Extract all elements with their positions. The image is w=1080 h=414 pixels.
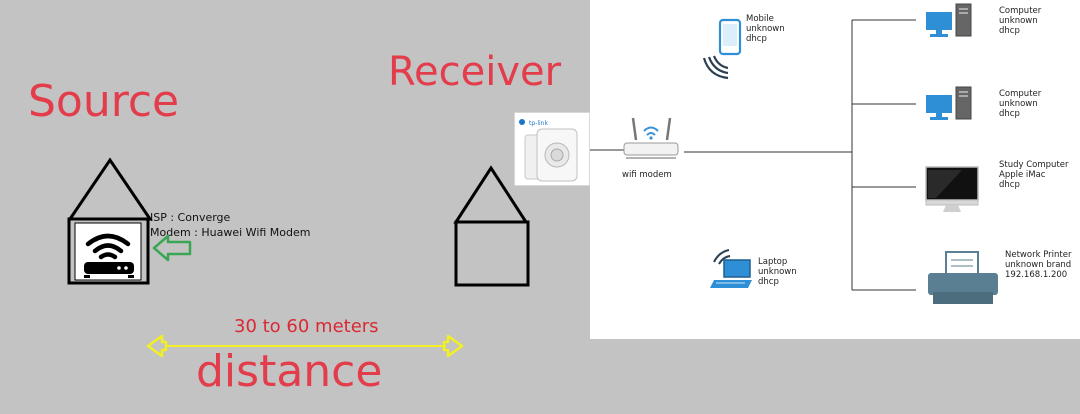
receiver-house	[453, 165, 530, 287]
laptop-label: Laptop unknown dhcp	[758, 257, 797, 287]
home-network-panel: wifi modem	[590, 0, 1080, 339]
distance-value: 30 to 60 meters	[234, 316, 379, 337]
computer-1-label: Computer unknown dhcp	[999, 6, 1042, 36]
imac-icon	[925, 166, 979, 212]
cpe-antenna-photo: tp-link	[514, 112, 590, 186]
network-diagram: wifi modem	[590, 3, 998, 304]
cpe-antenna-icon: tp-link	[519, 119, 578, 182]
laptop-wifi-icon	[710, 249, 752, 288]
receiver-title: Receiver	[388, 49, 562, 95]
computer-2-label: Computer unknown dhcp	[999, 89, 1042, 119]
distance-title: distance	[196, 346, 383, 397]
arrow-left-icon	[152, 234, 192, 262]
modem-label: Modem : Huawei Wifi Modem	[150, 226, 311, 239]
router-icon	[623, 117, 679, 159]
source-title: Source	[28, 76, 180, 127]
desktop-pc-icon	[926, 3, 972, 37]
imac-label: Study Computer Apple iMac dhcp	[999, 160, 1069, 190]
desktop-pc-icon	[926, 86, 972, 120]
mobile-label: Mobile unknown dhcp	[746, 14, 785, 44]
source-receiver-diagram	[67, 157, 530, 358]
router-label: wifi modem	[622, 170, 672, 180]
wifi-router-icon	[84, 233, 134, 278]
printer-icon	[928, 251, 998, 304]
double-arrow-icon	[146, 334, 464, 358]
cpe-brand: tp-link	[529, 120, 548, 127]
phone-wifi-icon	[702, 18, 742, 80]
printer-label: Network Printer unknown brand 192.168.1.…	[1005, 250, 1072, 280]
isp-label: ISP : Converge	[150, 211, 231, 224]
